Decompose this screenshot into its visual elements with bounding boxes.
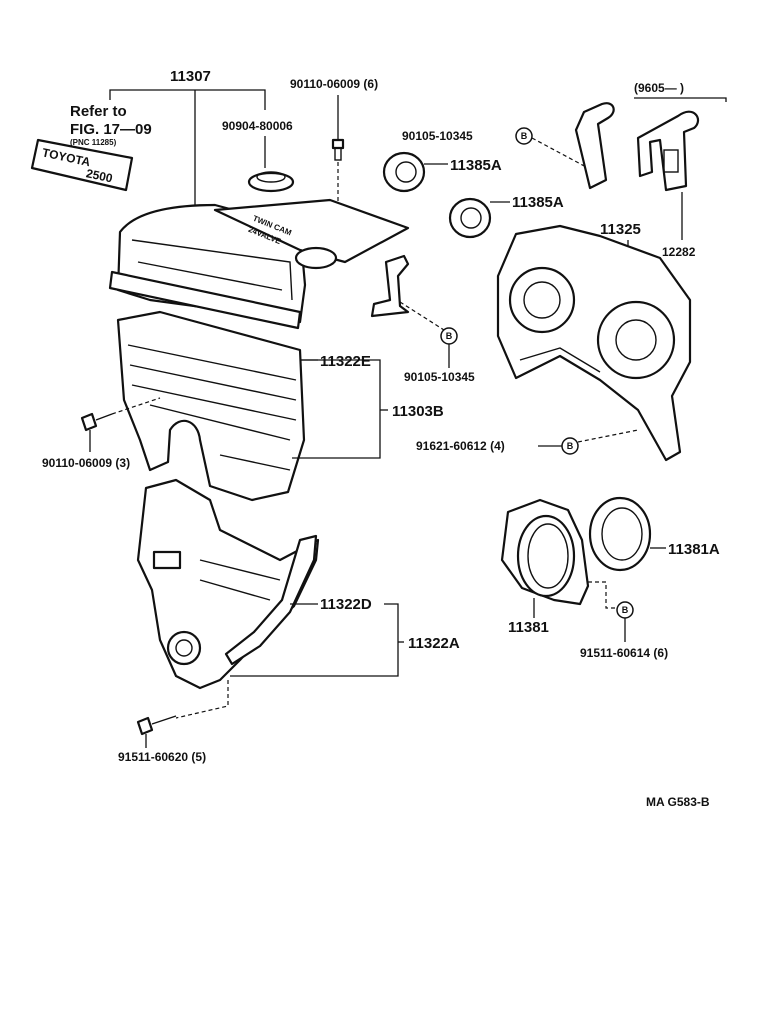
clip-12282-icon: [636, 110, 700, 192]
timing-cover-11322a: [136, 478, 320, 690]
label-91621-60612: 91621-60612 (4): [416, 439, 505, 453]
bolt-icon-bottom: [136, 715, 177, 736]
label-11322d: 11322D: [320, 596, 372, 613]
reference-line-3: (PNC 11285): [70, 138, 117, 147]
leader-11307: [109, 89, 266, 110]
label-11322a: 11322A: [408, 635, 460, 652]
dash-marker-top: [531, 137, 589, 169]
label-91511-60620: 91511-60620 (5): [118, 750, 206, 764]
emblem-plate-icon: [30, 138, 134, 192]
label-90110-06009-6: 90110-06009 (6): [290, 77, 378, 91]
emblem-model-text: 2500: [85, 166, 114, 185]
label-11322e: 11322E: [320, 353, 371, 370]
label-90904-80006: 90904-80006: [222, 119, 293, 133]
grommet-icon: [247, 171, 295, 193]
label-11325: 11325: [600, 221, 641, 238]
reference-note: Refer to FIG. 17—09 (PNC 11285): [70, 103, 152, 147]
emblem-badge-icon: [152, 550, 182, 570]
label-90110-06009-3: 90110-06009 (3): [42, 456, 130, 470]
label-91511-60614: 91511-60614 (6): [580, 646, 668, 660]
label-11381a: 11381A: [668, 541, 720, 558]
dash-marker-mid: [399, 301, 445, 331]
dash-bolt-bottom: [175, 680, 229, 719]
label-11307: 11307: [170, 68, 211, 85]
hook-bracket-icon: [574, 102, 615, 190]
date-range-line: [634, 97, 727, 102]
marker-b-lower: B: [616, 601, 634, 619]
label-12282: 12282: [662, 245, 696, 259]
svg-text:B: B: [446, 331, 453, 341]
bracket-11322a: [230, 603, 399, 677]
bolt-icon-left: [80, 412, 113, 432]
seal-11385a-upper: [382, 151, 426, 193]
dash-marker-lower: [588, 581, 616, 609]
oil-seal-retainer-11381: [500, 498, 590, 606]
reference-line-1: Refer to: [70, 103, 127, 120]
marker-b-mid: B: [440, 327, 458, 345]
bolt-icon: [331, 138, 345, 161]
figure-code: MA G583-B: [646, 795, 710, 809]
svg-text:B: B: [567, 441, 574, 451]
label-90105-10345-top: 90105-10345: [402, 129, 473, 143]
timing-cover-11307: TWIN CAM 24VALVE: [108, 198, 410, 330]
marker-b-top: B: [515, 127, 533, 145]
label-90105-10345-mid: 90105-10345: [404, 370, 475, 384]
date-range: (9605— ): [634, 81, 684, 95]
small-bracket-icon: [370, 254, 410, 318]
label-11385a-1: 11385A: [450, 157, 502, 174]
reference-line-2: FIG. 17—09: [70, 121, 152, 138]
svg-text:B: B: [622, 605, 629, 615]
label-11385a-2: 11385A: [512, 194, 564, 211]
label-11381: 11381: [508, 619, 549, 636]
seal-11385a-lower: [448, 197, 492, 239]
rear-plate-11325: [496, 224, 692, 462]
bracket-11303b: [292, 359, 381, 459]
dash-bolt-left: [111, 397, 161, 415]
oil-seal-11381a: [588, 496, 652, 572]
marker-b-right: B: [561, 437, 579, 455]
svg-text:B: B: [521, 131, 528, 141]
timing-cover-11303b: [116, 310, 306, 502]
toyota-emblem-plate: TOYOTA 2500: [30, 138, 134, 192]
dash-marker-right: [577, 429, 639, 443]
label-11303b: 11303B: [392, 403, 444, 420]
